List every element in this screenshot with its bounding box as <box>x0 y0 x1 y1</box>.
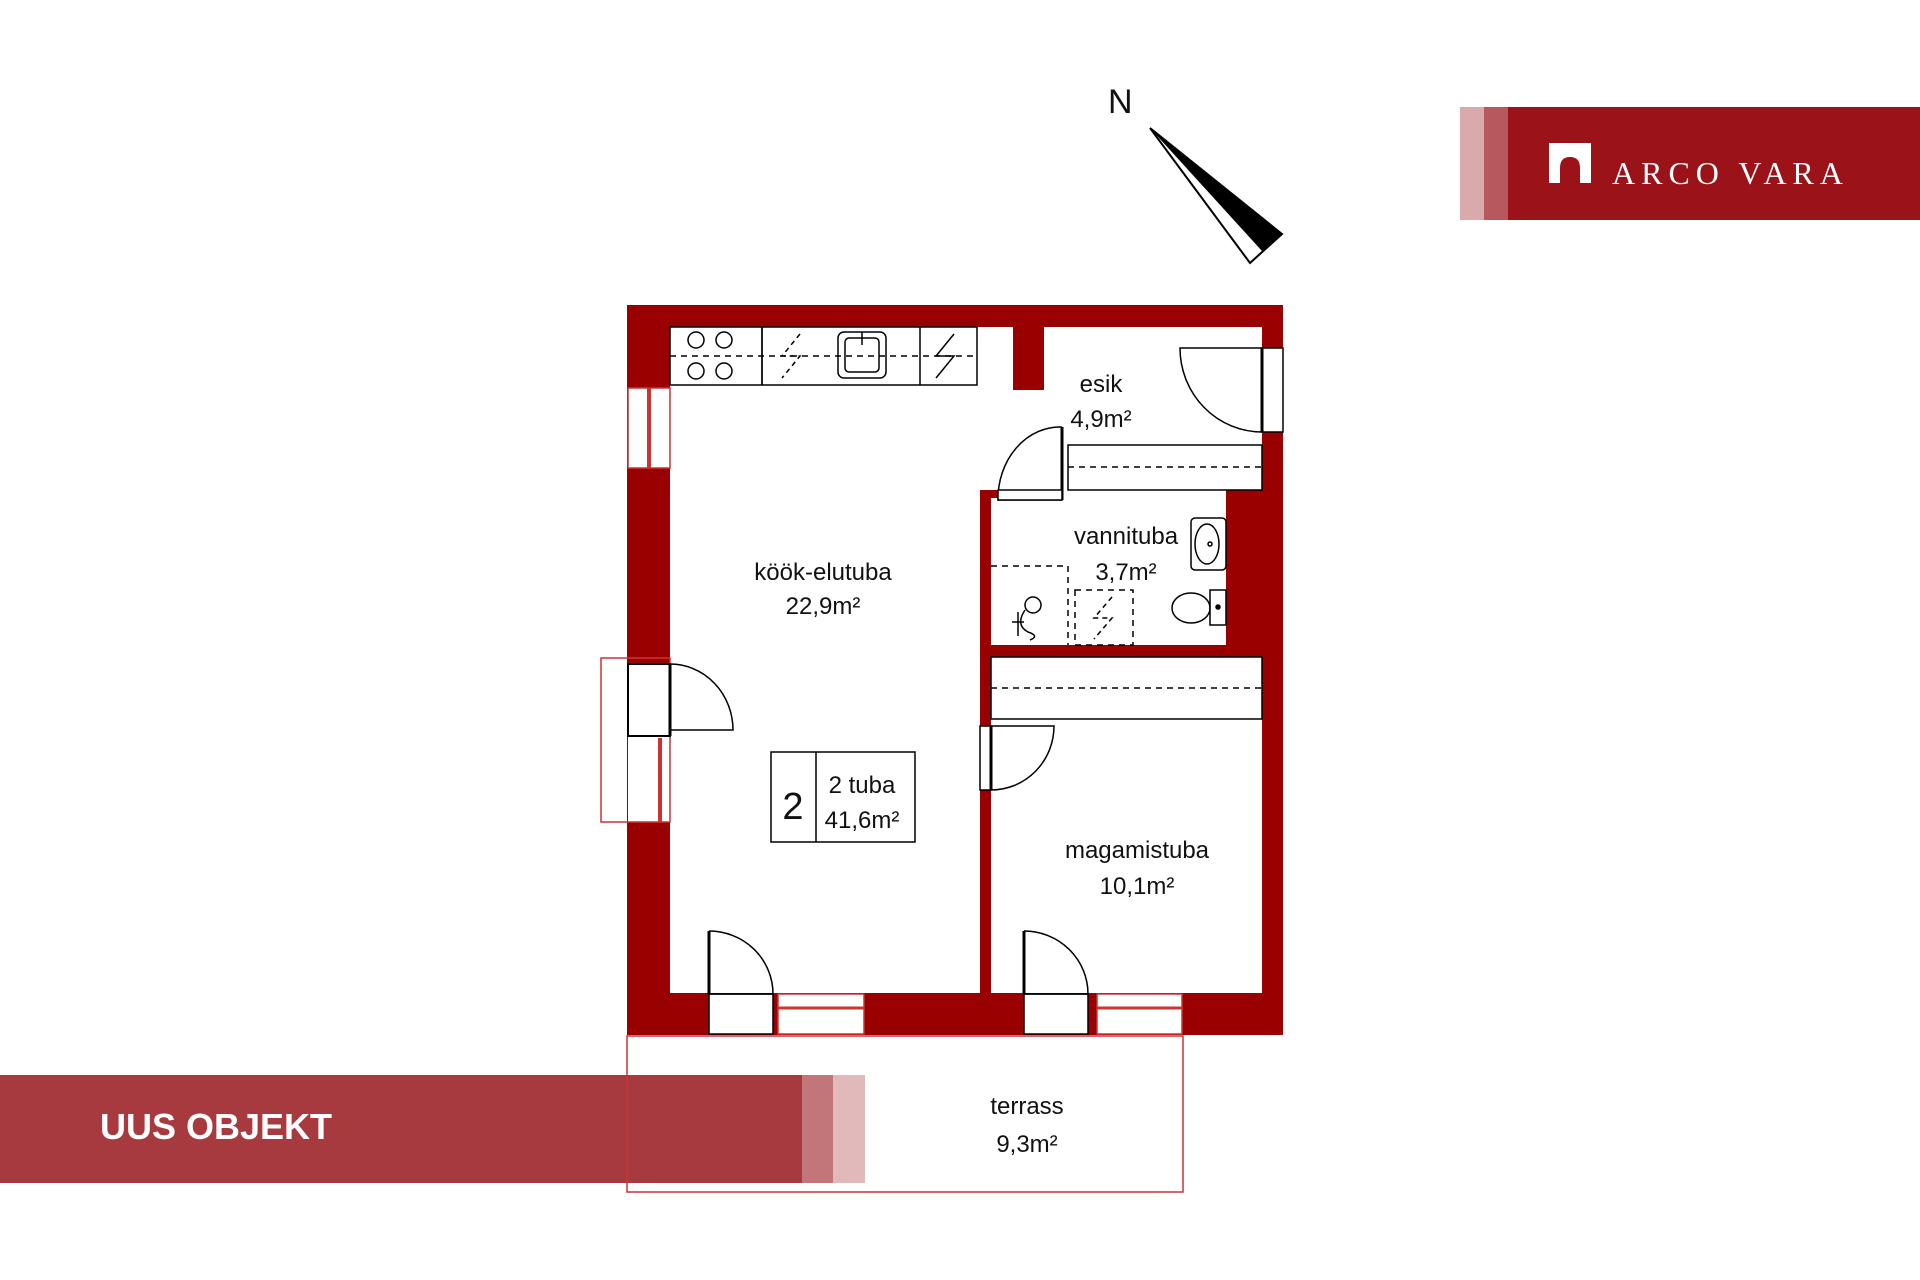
rooms-label: 2 tuba <box>829 772 896 799</box>
door-terrace-living <box>707 930 774 1035</box>
dishwasher-icon <box>761 327 802 385</box>
room-living: köök-elutuba 22,9m² <box>754 559 892 620</box>
brand-name: ARCO VARA <box>1612 155 1849 191</box>
room-bedroom-area: 10,1m² <box>1100 873 1175 900</box>
room-living-name: köök-elutuba <box>754 559 892 586</box>
door-hall-to-living <box>997 426 1064 501</box>
window-left-top <box>627 387 671 469</box>
room-terrace: terrass 9,3m² <box>990 1093 1063 1158</box>
window-bottom-living <box>777 993 865 1035</box>
rooms-summary-badge: 2 2 tuba 41,6m² <box>770 751 916 843</box>
new-listing-ribbon: UUS OBJEKT <box>0 1075 865 1183</box>
door-balcony-left <box>627 663 734 737</box>
room-hall-name: esik <box>1080 371 1124 398</box>
wardrobe-hall <box>1067 444 1263 491</box>
north-arrow-icon <box>1149 127 1284 265</box>
walls <box>627 305 1283 1035</box>
new-listing-label: UUS OBJEKT <box>100 1106 332 1147</box>
brand-banner: ARCO VARA <box>1460 107 1920 220</box>
room-bath-area: 3,7m² <box>1095 559 1156 586</box>
window-bottom-bedroom <box>1096 993 1183 1035</box>
room-bath-name: vannituba <box>1074 523 1179 550</box>
room-hall: esik 4,9m² <box>1070 371 1131 433</box>
room-living-area: 22,9m² <box>786 593 861 620</box>
door-entrance <box>1179 347 1284 433</box>
room-terrace-name: terrass <box>990 1093 1063 1120</box>
window-left-bottom <box>600 657 671 823</box>
compass-north-label: N <box>1108 83 1133 121</box>
door-bedroom <box>979 725 1055 791</box>
arco-vara-logo-icon <box>1549 143 1591 183</box>
washbasin-icon <box>1190 517 1227 571</box>
washing-machine-icon <box>1074 589 1134 646</box>
room-hall-area: 4,9m² <box>1070 406 1131 433</box>
toilet-icon <box>1171 589 1227 626</box>
wardrobe-bedroom <box>990 656 1263 720</box>
total-area: 41,6m² <box>825 807 900 834</box>
shower-icon <box>1012 596 1042 641</box>
rooms-number: 2 <box>782 786 803 828</box>
room-bedroom-name: magamistuba <box>1065 837 1210 864</box>
compass: N <box>1108 83 1284 265</box>
shower-area-outline <box>991 565 1069 645</box>
fridge-icon <box>919 327 956 385</box>
sink-icon <box>837 331 887 379</box>
kitchen-counter <box>669 326 978 386</box>
room-terrace-area: 9,3m² <box>996 1131 1057 1158</box>
room-bath: vannituba 3,7m² <box>1074 523 1179 586</box>
room-bedroom: magamistuba 10,1m² <box>1065 837 1210 900</box>
door-terrace-bedroom <box>1022 930 1089 1035</box>
